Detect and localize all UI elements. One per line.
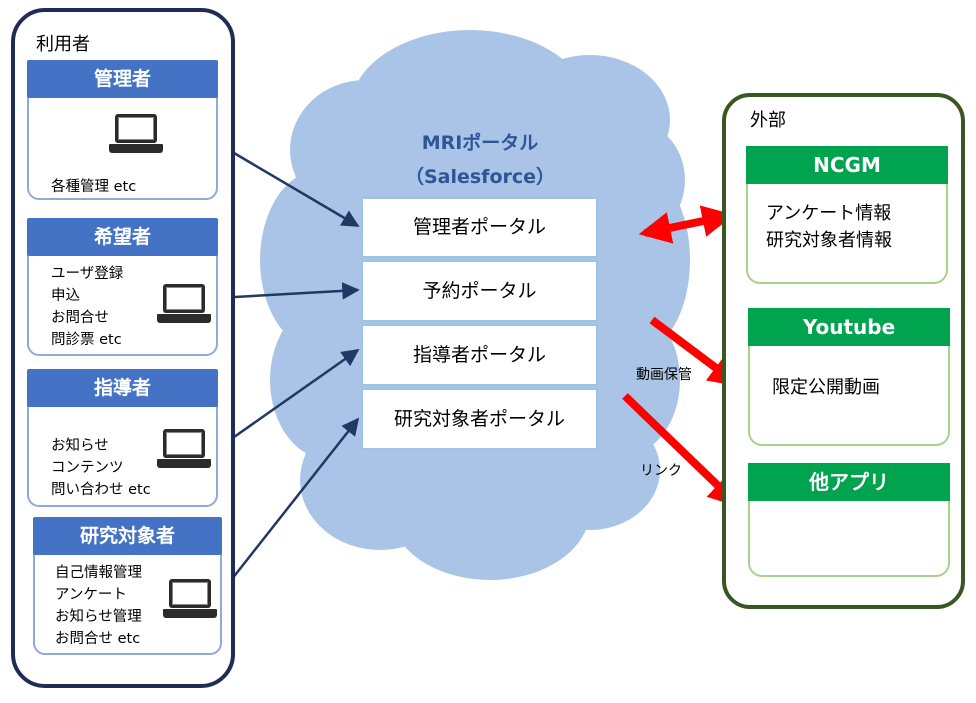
arrow-applicant-to-portal: [216, 282, 360, 300]
portal-title-line1: MRIポータル: [421, 132, 539, 154]
portal-box-instructor: 指導者ポータル: [361, 324, 598, 386]
portal-box-admin: 管理者ポータル: [361, 197, 598, 258]
external-card-body: 限定公開動画: [772, 377, 880, 398]
arrow-admin-to-portal: [216, 141, 360, 228]
user-card-title: 希望者: [27, 218, 218, 256]
user-card-title: 指導者: [27, 369, 218, 407]
user-card-title: 管理者: [27, 60, 218, 98]
arrow-instructor-to-portal: [216, 348, 360, 451]
external-card-ncgm: NCGM アンケート情報 研究対象者情報: [746, 146, 948, 284]
user-card-description: ユーザ登録 申込 お問合せ 問診票 etc: [51, 266, 124, 348]
external-panel-title: 外部: [750, 110, 786, 131]
external-card-body: アンケート情報 研究対象者情報: [766, 203, 892, 251]
arrow-portal-to-other-app: [622, 393, 741, 508]
laptop-icon: [109, 114, 165, 156]
arrow-subject-to-portal: [216, 417, 360, 599]
laptop-icon: [163, 579, 219, 621]
external-card-other-app: 他アプリ: [748, 463, 950, 577]
label-link: リンク: [640, 463, 682, 479]
laptop-icon: [157, 284, 213, 326]
portal-title-line2: （Salesforce）: [404, 166, 556, 188]
user-card-research-subject: 研究対象者 自己情報管理 アンケート お知らせ管理 お問合せ etc: [33, 517, 222, 655]
user-card-applicant: 希望者 ユーザ登録 申込 お問合せ 問診票 etc: [27, 218, 218, 356]
label-video-storage: 動画保管: [636, 367, 692, 383]
external-card-title: 他アプリ: [748, 463, 950, 501]
portal-box-research-subject: 研究対象者ポータル: [361, 388, 598, 450]
user-card-description: お知らせ コンテンツ 問い合わせ etc: [51, 438, 151, 498]
portal-box-reservation: 予約ポータル: [361, 260, 598, 322]
users-panel-title: 利用者: [36, 34, 90, 55]
user-card-description: 自己情報管理 アンケート お知らせ管理 お問合せ etc: [55, 565, 142, 647]
external-card-youtube: Youtube 限定公開動画: [748, 308, 950, 446]
external-card-title: Youtube: [748, 308, 950, 346]
user-card-admin: 管理者 各種管理 etc: [27, 60, 218, 200]
user-card-title: 研究対象者: [33, 517, 222, 555]
arrow-portal-ncgm-bidirectional: [638, 205, 735, 244]
external-card-title: NCGM: [746, 146, 948, 184]
user-card-description: 各種管理 etc: [51, 179, 137, 195]
laptop-icon: [157, 429, 213, 471]
user-card-instructor: 指導者 お知らせ コンテンツ 問い合わせ etc: [27, 369, 218, 507]
